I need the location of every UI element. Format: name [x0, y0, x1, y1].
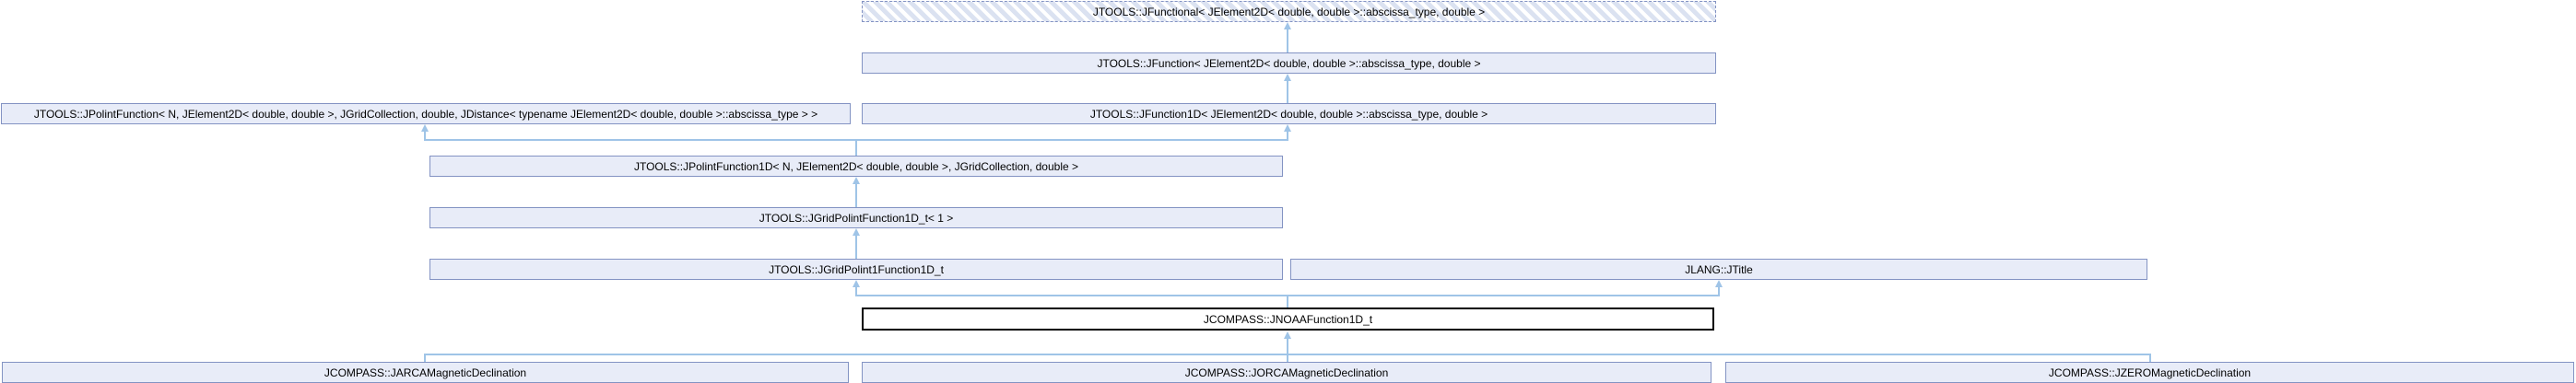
- edge-jfunction1d-jfunction: [1287, 80, 1288, 103]
- inheritance-arrow-icon: [1284, 124, 1291, 132]
- node-label: JCOMPASS::JZEROMagneticDeclination: [2048, 366, 2252, 379]
- node-jfunction1d[interactable]: JTOOLS::JFunction1D< JElement2D< double,…: [862, 103, 1716, 124]
- edge-jpolintfunction1d-jpolintfunction: [424, 131, 426, 141]
- edge-jarca-jnoaa: [424, 354, 426, 362]
- node-label: JTOOLS::JFunction< JElement2D< double, d…: [1097, 56, 1481, 70]
- inheritance-arrow-icon: [1284, 331, 1291, 339]
- node-label: JLANG::JTitle: [1685, 262, 1753, 276]
- edge-jfunction-jfunctional: [1287, 29, 1288, 52]
- inheritance-arrow-icon: [853, 280, 860, 287]
- inheritance-arrow-icon: [1715, 280, 1723, 287]
- node-label: JTOOLS::JPolintFunction1D< N, JElement2D…: [633, 159, 1079, 173]
- inheritance-arrow-icon: [1284, 22, 1291, 29]
- edge-stem: [855, 139, 857, 156]
- edge-jgridpolint1function1dt-jgridpolintfunction1dt: [855, 235, 857, 259]
- node-jorcamagneticdeclination[interactable]: JCOMPASS::JORCAMagneticDeclination: [862, 362, 1711, 383]
- node-label: JTOOLS::JGridPolint1Function1D_t: [769, 262, 944, 276]
- node-jzeromagneticdeclination[interactable]: JCOMPASS::JZEROMagneticDeclination: [1725, 362, 2574, 383]
- node-label: JCOMPASS::JARCAMagneticDeclination: [323, 366, 527, 379]
- node-label: JTOOLS::JFunction1D< JElement2D< double,…: [1089, 107, 1488, 121]
- edge-jnoaa-jtitle: [1718, 286, 1720, 296]
- node-jgridpolint1function1d-t[interactable]: JTOOLS::JGridPolint1Function1D_t: [429, 259, 1283, 280]
- edge-jorca-jnoaa: [1287, 354, 1288, 362]
- edge-jpolintfunction1d-jfunction1d: [1287, 131, 1288, 141]
- inheritance-arrow-icon: [853, 177, 860, 184]
- node-jtitle[interactable]: JLANG::JTitle: [1290, 259, 2147, 280]
- edge-jzero-jnoaa: [2149, 354, 2151, 362]
- edge-children-stem: [1287, 338, 1288, 355]
- node-label: JTOOLS::JGridPolintFunction1D_t< 1 >: [759, 211, 954, 225]
- node-jarcamagneticdeclination[interactable]: JCOMPASS::JARCAMagneticDeclination: [2, 362, 849, 383]
- node-jgridpolintfunction1d-t[interactable]: JTOOLS::JGridPolintFunction1D_t< 1 >: [429, 207, 1283, 228]
- edge-jnoaa-jgridpolint1function1dt: [855, 286, 857, 296]
- node-label: JCOMPASS::JORCAMagneticDeclination: [1184, 366, 1389, 379]
- node-jfunction[interactable]: JTOOLS::JFunction< JElement2D< double, d…: [862, 52, 1716, 74]
- node-label: JTOOLS::JFunctional< JElement2D< double,…: [1092, 5, 1486, 18]
- inheritance-arrow-icon: [421, 124, 429, 132]
- edge-stem: [1287, 295, 1288, 308]
- node-jfunctional: JTOOLS::JFunctional< JElement2D< double,…: [862, 1, 1716, 22]
- node-label: JTOOLS::JPolintFunction< N, JElement2D< …: [33, 107, 818, 121]
- edge-jgridpolintfunction1dt-jpolintfunction1d: [855, 183, 857, 207]
- inheritance-arrow-icon: [1284, 74, 1291, 81]
- node-jnoaafunction1d-t: JCOMPASS::JNOAAFunction1D_t: [862, 308, 1714, 331]
- node-jpolintfunction1d[interactable]: JTOOLS::JPolintFunction1D< N, JElement2D…: [429, 156, 1283, 177]
- inheritance-arrow-icon: [853, 228, 860, 236]
- node-jpolintfunction[interactable]: JTOOLS::JPolintFunction< N, JElement2D< …: [1, 103, 851, 124]
- node-label: JCOMPASS::JNOAAFunction1D_t: [1203, 312, 1373, 326]
